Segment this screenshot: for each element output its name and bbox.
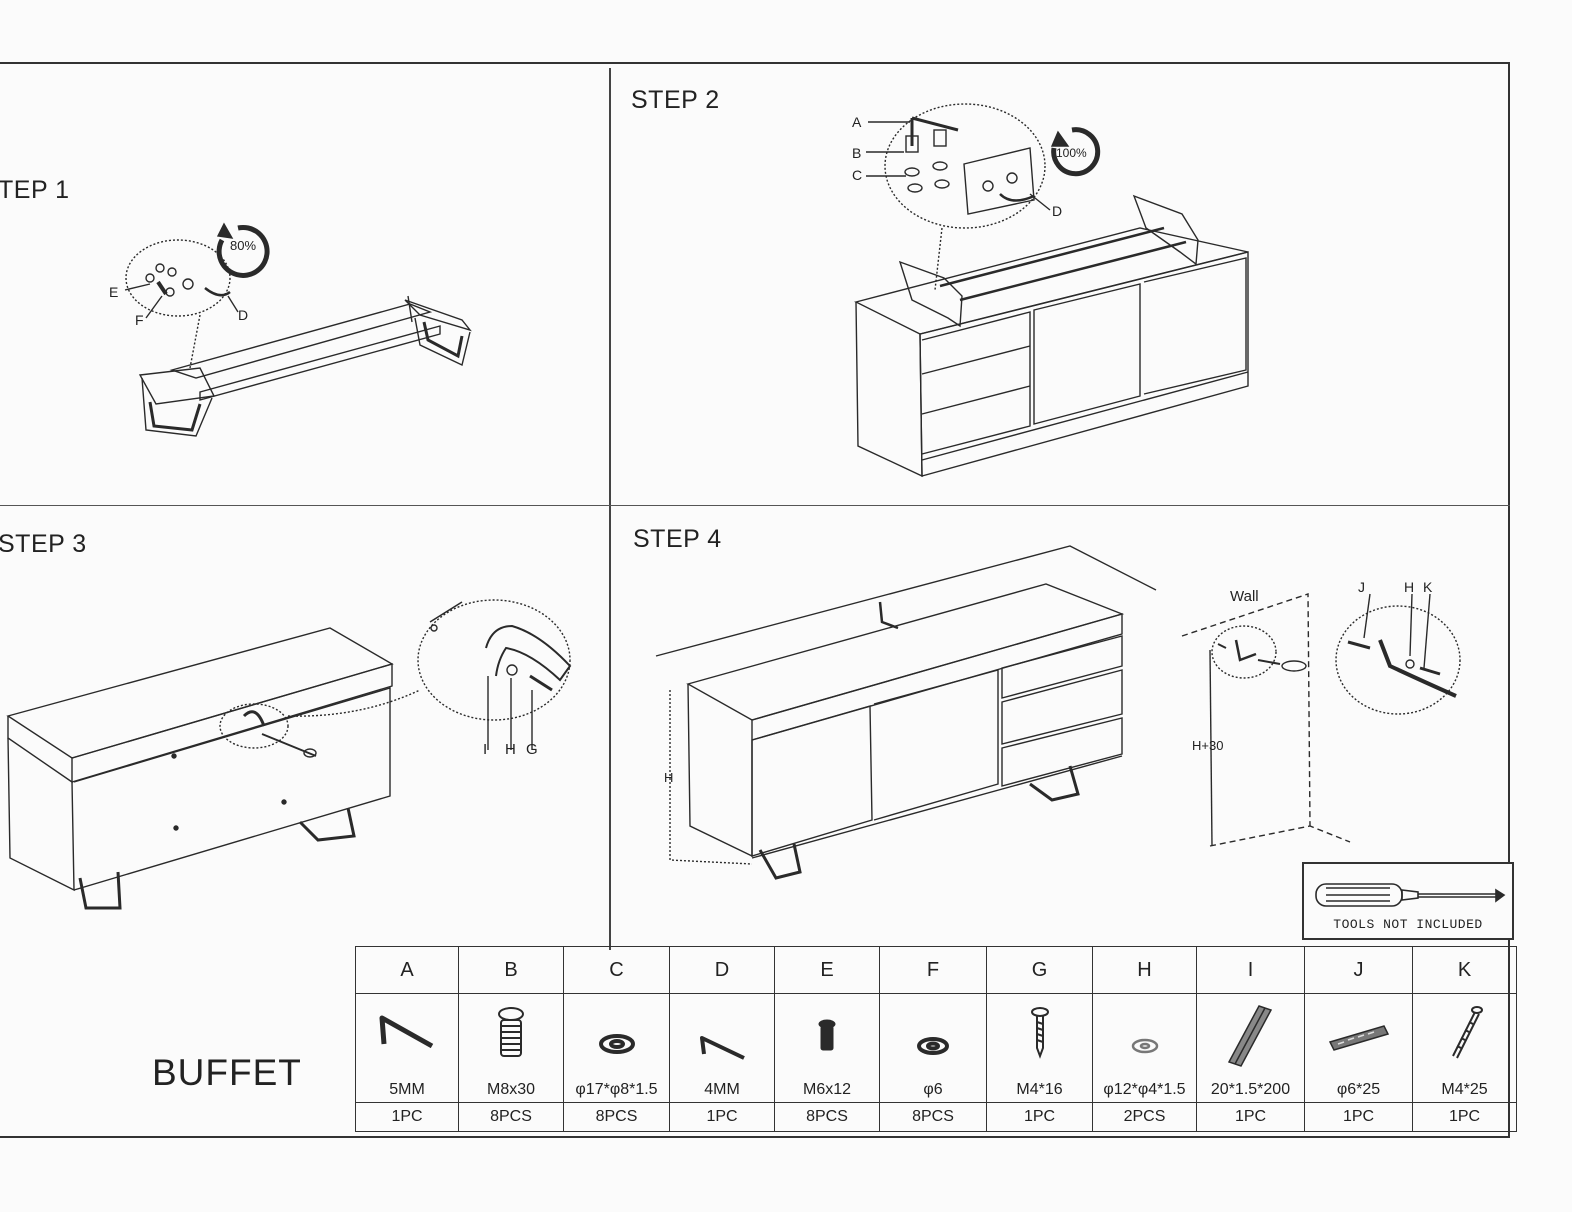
step-1-label-e: E (109, 284, 118, 300)
part-cell-k: M4*25 (1412, 993, 1517, 1103)
tools-not-included-text: TOOLS NOT INCLUDED (1333, 917, 1483, 932)
panel-divider-vertical (609, 68, 611, 950)
step-1-title: TEP 1 (0, 176, 70, 204)
part-letter: K (1412, 946, 1517, 994)
step-1-label-d: D (238, 307, 248, 323)
bolt-icon (498, 1007, 524, 1057)
screwdriver-icon (1315, 883, 1506, 907)
screw-icon (1451, 1006, 1483, 1059)
part-cell-g: M4*16 (986, 993, 1093, 1103)
part-quantity: 1PC (355, 1102, 459, 1132)
step-4-height-plus-30-label: H+30 (1192, 738, 1223, 753)
part-letter: A (355, 946, 459, 994)
part-spec: 5MM (389, 1081, 425, 1098)
part-quantity: 2PCS (1092, 1102, 1197, 1132)
step-2-percent-label: 100% (1056, 146, 1087, 160)
step-2-label-b: B (852, 145, 861, 161)
part-spec: 4MM (704, 1081, 740, 1098)
part-spec: M4*16 (1016, 1081, 1063, 1098)
step-1-percent-label: 80% (230, 238, 256, 253)
parts-image-row: 5MM M8x30 φ17*φ8*1.5 4MM M6x12 φ6 M4*16 (355, 993, 1517, 1103)
part-letter: F (879, 946, 987, 994)
part-cell-b: M8x30 (458, 993, 564, 1103)
allen-key-icon (700, 1036, 745, 1060)
part-cell-c: φ17*φ8*1.5 (563, 993, 670, 1103)
part-cell-h: φ12*φ4*1.5 (1092, 993, 1197, 1103)
screw-icon (1030, 1007, 1049, 1059)
part-quantity: 1PC (1196, 1102, 1305, 1132)
part-letter: J (1304, 946, 1413, 994)
part-cell-i: 20*1.5*200 (1196, 993, 1305, 1103)
instruction-frame (0, 62, 1510, 1138)
part-cell-j: φ6*25 (1304, 993, 1413, 1103)
part-cell-e: M6x12 (774, 993, 880, 1103)
bolt-icon (818, 1019, 836, 1051)
step-2-label-d: D (1052, 203, 1062, 219)
part-cell-f: φ6 (879, 993, 987, 1103)
step-1-label-f: F (135, 312, 144, 328)
step-2-label-a: A (852, 114, 862, 130)
step-4-label-k: K (1423, 579, 1433, 595)
step-4-label-h: H (1404, 579, 1414, 595)
wall-plug-icon (1328, 1025, 1389, 1051)
part-spec: M4*25 (1441, 1081, 1488, 1098)
part-spec: M8x30 (486, 1081, 536, 1098)
step-4-wall-label: Wall (1230, 588, 1259, 605)
parts-letter-row: A B C D E F G H I J K (355, 946, 1517, 994)
part-spec: φ12*φ4*1.5 (1103, 1081, 1186, 1098)
parts-list-table: A B C D E F G H I J K 5MM M8x30 φ17*φ8*1… (355, 946, 1517, 1132)
panel-divider-horizontal (0, 505, 1510, 506)
part-letter: I (1196, 946, 1305, 994)
tools-not-included-box: TOOLS NOT INCLUDED (1302, 862, 1514, 940)
washer-icon (917, 1037, 949, 1055)
part-letter: D (669, 946, 775, 994)
allen-key-icon (379, 1015, 434, 1049)
part-spec: φ17*φ8*1.5 (575, 1081, 658, 1098)
step-4-buffet-illustration (655, 545, 1461, 880)
part-quantity: 1PC (669, 1102, 775, 1132)
part-quantity: 1PC (1412, 1102, 1517, 1132)
part-cell-d: 4MM (669, 993, 775, 1103)
part-letter: G (986, 946, 1093, 994)
step-3-label-i: I (483, 741, 487, 758)
part-spec: φ6*25 (1336, 1081, 1381, 1098)
step-4-height-label: H (664, 770, 673, 785)
step-2-label-c: C (852, 167, 862, 183)
step-3-label-h: H (505, 741, 516, 758)
part-quantity: 1PC (986, 1102, 1093, 1132)
step-4-label-j: J (1358, 579, 1365, 595)
part-letter: B (458, 946, 564, 994)
product-name: BUFFET (152, 1052, 302, 1093)
step-3-buffet-illustration (6, 599, 572, 910)
parts-quantity-row: 1PC 8PCS 8PCS 1PC 8PCS 8PCS 1PC 2PCS 1PC… (355, 1102, 1517, 1132)
strap-icon (1227, 1005, 1272, 1067)
washer-icon (598, 1034, 635, 1054)
step-1-frame-illustration (124, 222, 472, 437)
part-spec: φ6 (923, 1081, 943, 1098)
part-spec: M6x12 (802, 1081, 852, 1098)
part-cell-a: 5MM (355, 993, 459, 1103)
step-4-title: STEP 4 (633, 525, 722, 553)
part-quantity: 8PCS (774, 1102, 880, 1132)
step-2-title: STEP 2 (631, 86, 720, 114)
part-spec: 20*1.5*200 (1210, 1081, 1291, 1098)
step-3-title: STEP 3 (0, 530, 87, 558)
part-quantity: 8PCS (563, 1102, 670, 1132)
part-quantity: 8PCS (879, 1102, 987, 1132)
part-letter: E (774, 946, 880, 994)
step-2-buffet-illustration (854, 103, 1249, 478)
part-quantity: 8PCS (458, 1102, 564, 1132)
step-3-label-g: G (526, 741, 538, 758)
part-quantity: 1PC (1304, 1102, 1413, 1132)
part-letter: H (1092, 946, 1197, 994)
washer-icon (1131, 1038, 1158, 1054)
part-letter: C (563, 946, 670, 994)
